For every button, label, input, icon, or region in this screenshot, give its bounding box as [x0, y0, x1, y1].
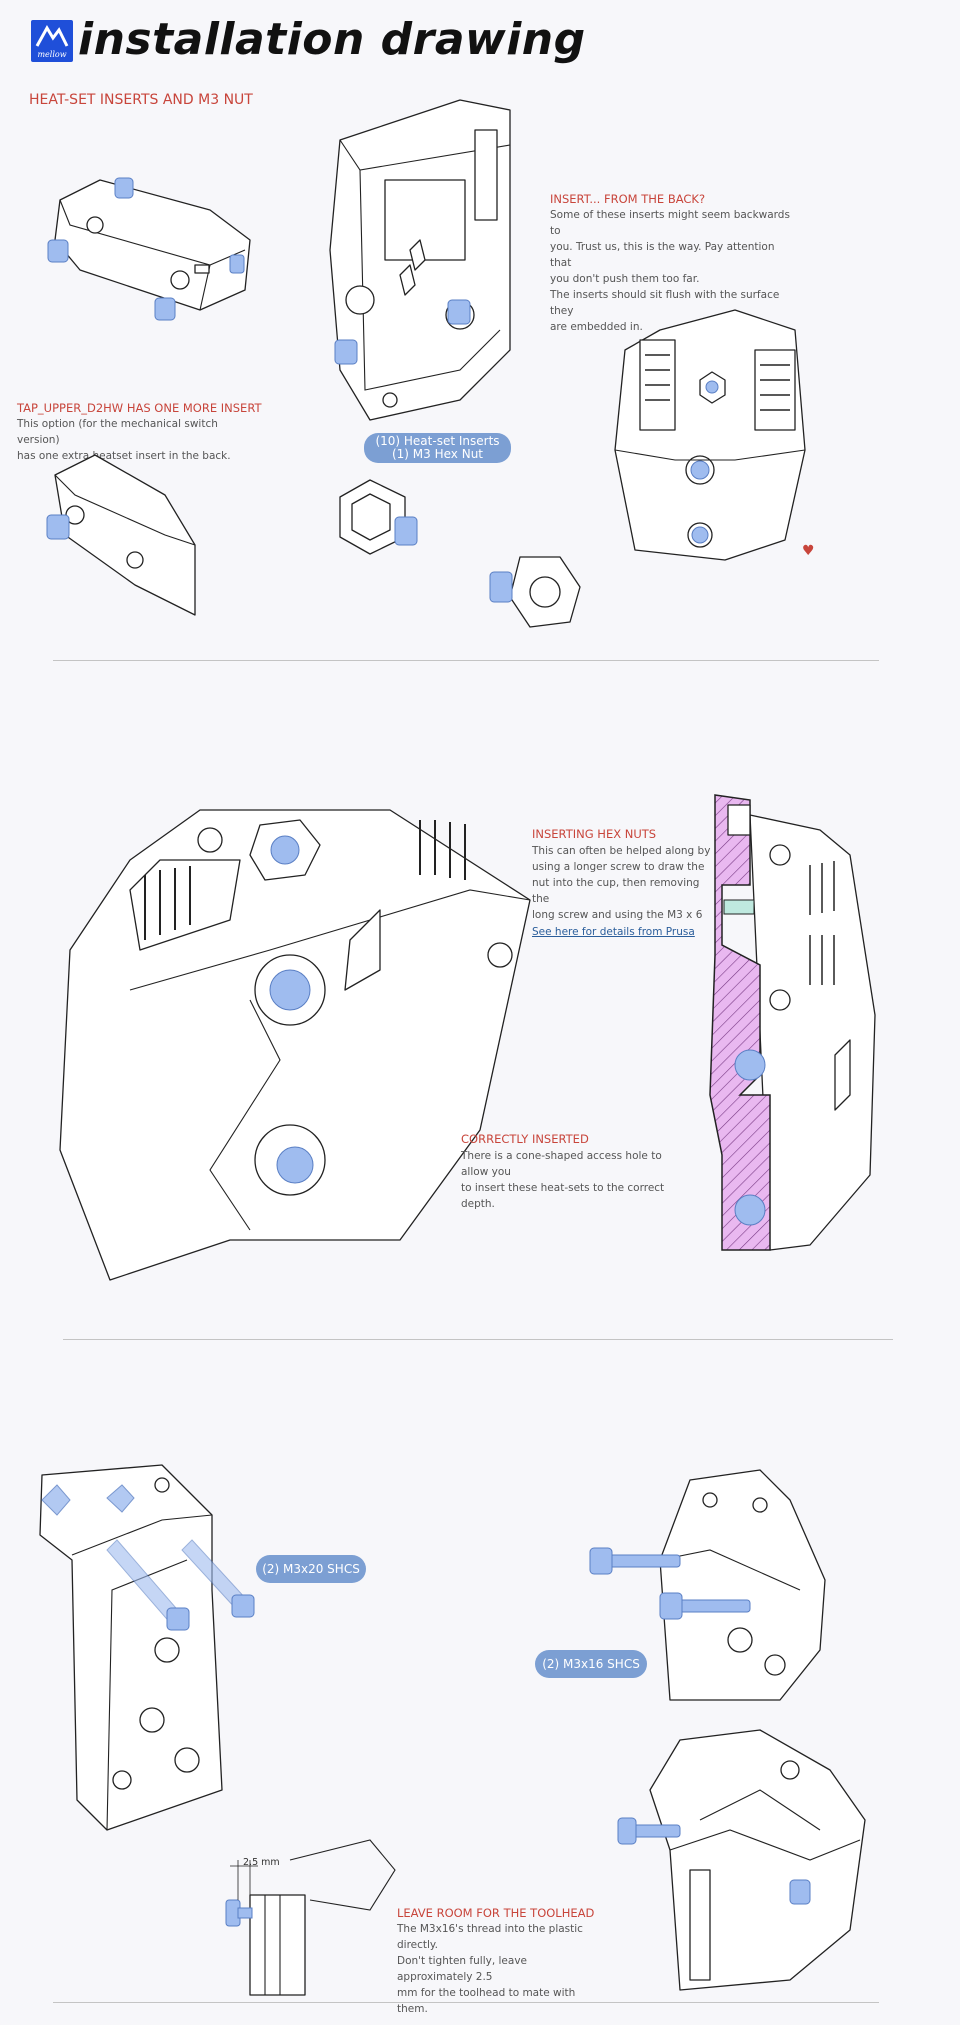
drawing-hex-nut-1 [339, 479, 418, 555]
text-correctly-inserted: There is a cone-shaped access hole to al… [461, 1150, 665, 1210]
drawing-toolhead-assembly [617, 1729, 866, 1991]
drawing-m3x20-assembly [39, 1464, 255, 1831]
heading-insert-back: INSERT... FROM THE BACK? [550, 192, 706, 206]
page-title: installation drawing [78, 14, 586, 65]
text-insert-back: Some of these inserts might seem backwar… [550, 209, 790, 333]
drawing-hex-nut-detail [59, 809, 531, 1281]
heading-leave-room: LEAVE ROOM FOR THE TOOLHEAD [397, 1906, 595, 1920]
drawing-dimension-detail [225, 1839, 396, 1996]
heading-tap-upper: TAP_UPPER_D2HW HAS ONE MORE INSERT [17, 401, 262, 415]
mountain-icon [35, 25, 69, 47]
mellow-logo: mellow [31, 20, 73, 62]
section-divider-2 [63, 1339, 893, 1340]
section-divider-3 [53, 2002, 879, 2003]
text-hex-nuts: This can often be helped along by using … [532, 845, 711, 921]
drawing-section-view [709, 794, 876, 1251]
heading-correctly-inserted: CORRECTLY INSERTED [461, 1132, 589, 1146]
section-divider-1 [53, 660, 879, 661]
drawing-center-part [329, 99, 511, 421]
dimension-label: 2.5 mm [243, 1857, 280, 1868]
heading-hex-nuts: INSERTING HEX NUTS [532, 827, 657, 841]
section-heading-heatset: HEAT-SET INSERTS AND M3 NUT [29, 92, 253, 108]
logo-text: mellow [37, 50, 67, 59]
drawing-hex-nut-2 [489, 556, 581, 628]
pill-m3x20: (2) M3x20 SHCS [256, 1555, 366, 1583]
drawing-m3x16-assembly [589, 1469, 826, 1701]
text-leave-room: The M3x16's thread into the plastic dire… [397, 1923, 583, 2015]
text-tap-upper: This option (for the mechanical switch v… [17, 418, 231, 462]
drawing-right-part [614, 309, 806, 561]
pill-m3x16: (2) M3x16 SHCS [535, 1650, 647, 1678]
link-prusa-details[interactable]: See here for details from Prusa [532, 926, 695, 938]
drawing-block-inserts [47, 177, 251, 321]
heart-icon: ♥ [802, 543, 815, 559]
drawing-small-part [46, 454, 196, 616]
pill-heatset-parts: (10) Heat-set Inserts (1) M3 Hex Nut [364, 433, 511, 463]
